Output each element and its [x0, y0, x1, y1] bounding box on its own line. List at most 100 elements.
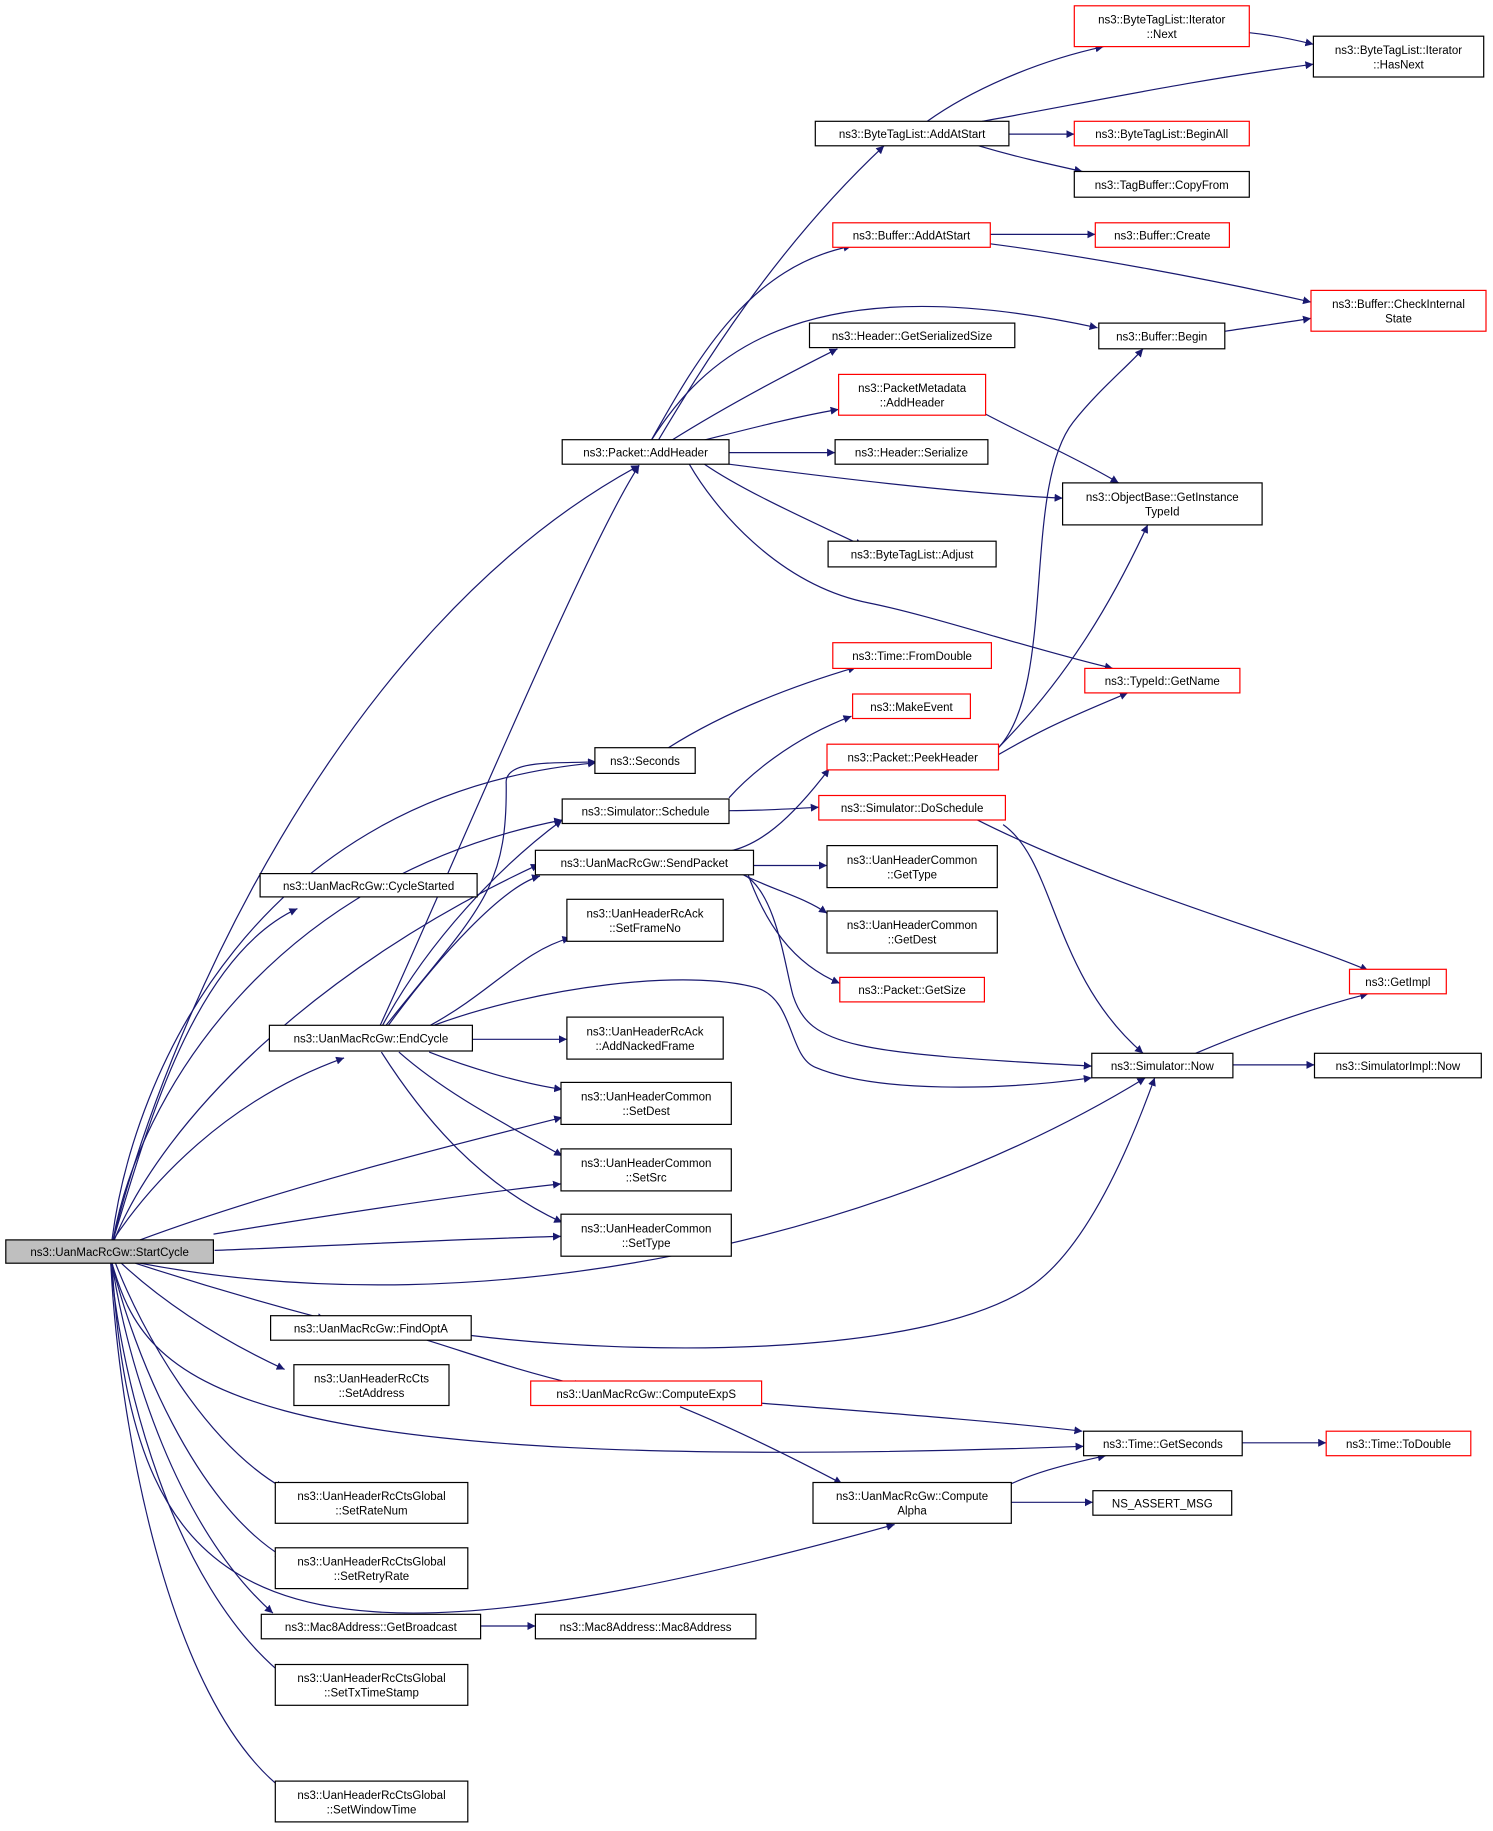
function-node[interactable]: ns3::UanMacRcGw::SendPacket — [534, 849, 755, 876]
function-node[interactable]: ns3::Simulator::Now — [1091, 1052, 1234, 1079]
node-box[interactable] — [1073, 5, 1250, 48]
node-box[interactable] — [1325, 1430, 1472, 1457]
function-node[interactable]: ns3::Packet::PeekHeader — [826, 743, 1000, 771]
function-node[interactable]: ns3::Header::Serialize — [834, 439, 989, 465]
function-node[interactable]: ns3::UanMacRcGw::EndCycle — [268, 1024, 473, 1052]
node-box[interactable] — [1073, 170, 1250, 198]
function-node[interactable]: ns3::Time::ToDouble — [1325, 1430, 1472, 1457]
function-node[interactable]: ns3::Buffer::Begin — [1098, 322, 1226, 350]
function-node[interactable]: ns3::UanHeaderRcAck::AddNackedFrame — [566, 1016, 724, 1060]
node-box[interactable] — [260, 1613, 482, 1640]
function-node[interactable]: ns3::UanHeaderCommon::SetType — [560, 1213, 732, 1257]
node-box[interactable] — [534, 849, 755, 876]
node-box[interactable] — [1094, 222, 1231, 248]
node-box[interactable] — [826, 844, 998, 889]
function-node[interactable]: ns3::UanHeaderCommon::GetDest — [826, 910, 998, 954]
function-node[interactable]: ns3::UanHeaderRcCtsGlobal::SetTxTimeStam… — [274, 1663, 469, 1706]
node-box[interactable] — [1313, 1052, 1482, 1079]
node-box[interactable] — [839, 976, 985, 1003]
node-box[interactable] — [827, 540, 997, 568]
node-box[interactable] — [1061, 482, 1263, 526]
function-node[interactable]: ns3::TagBuffer::CopyFrom — [1073, 170, 1250, 198]
node-box[interactable] — [1312, 35, 1485, 78]
function-node[interactable]: ns3::SimulatorImpl::Now — [1313, 1052, 1482, 1079]
function-node[interactable]: ns3::Seconds — [594, 747, 696, 775]
function-node[interactable]: ns3::ByteTagList::Adjust — [827, 540, 997, 568]
node-box[interactable] — [270, 1315, 472, 1341]
function-node[interactable]: ns3::Packet::GetSize — [839, 976, 985, 1003]
function-node[interactable]: ns3::Simulator::DoSchedule — [818, 794, 1006, 821]
function-node[interactable]: ns3::Simulator::Schedule — [561, 798, 730, 825]
node-box[interactable] — [1092, 1490, 1233, 1516]
node-box[interactable] — [1091, 1052, 1234, 1079]
function-node[interactable]: ns3::UanHeaderRcCtsGlobal::SetRateNum — [274, 1481, 469, 1524]
node-box[interactable] — [834, 439, 989, 465]
node-box[interactable] — [1073, 120, 1250, 147]
node-box[interactable] — [826, 910, 998, 954]
node-box[interactable] — [851, 693, 971, 720]
function-node[interactable]: ns3::Buffer::Create — [1094, 222, 1231, 248]
node-box[interactable] — [268, 1024, 473, 1052]
function-node[interactable]: NS_ASSERT_MSG — [1092, 1490, 1233, 1516]
function-node[interactable]: ns3::UanMacRcGw::ComputeExpS — [530, 1380, 763, 1407]
node-box[interactable] — [1310, 289, 1487, 332]
function-node[interactable]: ns3::Time::GetSeconds — [1082, 1430, 1243, 1457]
function-node[interactable]: ns3::Mac8Address::Mac8Address — [534, 1613, 757, 1640]
node-box[interactable] — [560, 1081, 732, 1126]
function-node[interactable]: ns3::GetImpl — [1348, 968, 1447, 995]
function-node[interactable]: ns3::UanHeaderRcCtsGlobal::SetRetryRate — [274, 1547, 469, 1590]
node-box[interactable] — [1098, 322, 1226, 350]
node-box[interactable] — [594, 747, 696, 775]
node-box[interactable] — [1348, 968, 1447, 995]
node-box[interactable] — [259, 872, 478, 898]
function-node[interactable]: ns3::Buffer::AddAtStart — [832, 222, 991, 248]
node-box[interactable] — [274, 1780, 469, 1823]
node-box[interactable] — [1084, 667, 1241, 694]
node-box[interactable] — [561, 439, 730, 465]
function-node[interactable]: ns3::TypeId::GetName — [1084, 667, 1241, 694]
function-node[interactable]: ns3::UanHeaderCommon::GetType — [826, 844, 998, 889]
node-box[interactable] — [832, 642, 992, 670]
node-box[interactable] — [5, 1239, 215, 1264]
function-node[interactable]: ns3::ByteTagList::Iterator::Next — [1073, 5, 1250, 48]
node-box[interactable] — [274, 1663, 469, 1706]
node-box[interactable] — [812, 1481, 1012, 1524]
function-node[interactable]: ns3::UanHeaderCommon::SetDest — [560, 1081, 732, 1126]
function-node[interactable]: ns3::ByteTagList::BeginAll — [1073, 120, 1250, 147]
function-node[interactable]: ns3::UanHeaderRcAck::SetFrameNo — [566, 898, 724, 942]
node-box[interactable] — [560, 1148, 732, 1192]
function-node[interactable]: ns3::MakeEvent — [851, 693, 971, 720]
function-node[interactable]: ns3::UanMacRcGw::CycleStarted — [259, 872, 478, 898]
node-box[interactable] — [1082, 1430, 1243, 1457]
node-box[interactable] — [566, 1016, 724, 1060]
node-box[interactable] — [530, 1380, 763, 1407]
function-node[interactable]: ns3::Mac8Address::GetBroadcast — [260, 1613, 482, 1640]
function-node[interactable]: ns3::UanHeaderCommon::SetSrc — [560, 1148, 732, 1192]
function-node[interactable]: ns3::Time::FromDouble — [832, 642, 992, 670]
node-box[interactable] — [274, 1547, 469, 1590]
root-function-node[interactable]: ns3::UanMacRcGw::StartCycle — [5, 1239, 215, 1264]
node-box[interactable] — [814, 120, 1010, 147]
node-box[interactable] — [534, 1613, 757, 1640]
node-box[interactable] — [274, 1481, 469, 1524]
node-box[interactable] — [566, 898, 724, 942]
function-node[interactable]: ns3::Header::GetSerializedSize — [808, 322, 1016, 349]
function-node[interactable]: ns3::PacketMetadata::AddHeader — [837, 373, 987, 416]
function-node[interactable]: ns3::UanHeaderRcCtsGlobal::SetWindowTime — [274, 1780, 469, 1823]
node-box[interactable] — [808, 322, 1016, 349]
node-box[interactable] — [818, 794, 1006, 821]
node-box[interactable] — [837, 373, 987, 416]
node-box[interactable] — [826, 743, 1000, 771]
function-node[interactable]: ns3::ByteTagList::Iterator::HasNext — [1312, 35, 1485, 78]
function-node[interactable]: ns3::Packet::AddHeader — [561, 439, 730, 465]
function-node[interactable]: ns3::UanHeaderRcCts::SetAddress — [293, 1364, 450, 1407]
node-box[interactable] — [832, 222, 991, 248]
node-box[interactable] — [560, 1213, 732, 1257]
node-box[interactable] — [293, 1364, 450, 1407]
function-node[interactable]: ns3::ByteTagList::AddAtStart — [814, 120, 1010, 147]
node-box[interactable] — [561, 798, 730, 825]
function-node[interactable]: ns3::UanMacRcGw::FindOptA — [270, 1315, 472, 1341]
